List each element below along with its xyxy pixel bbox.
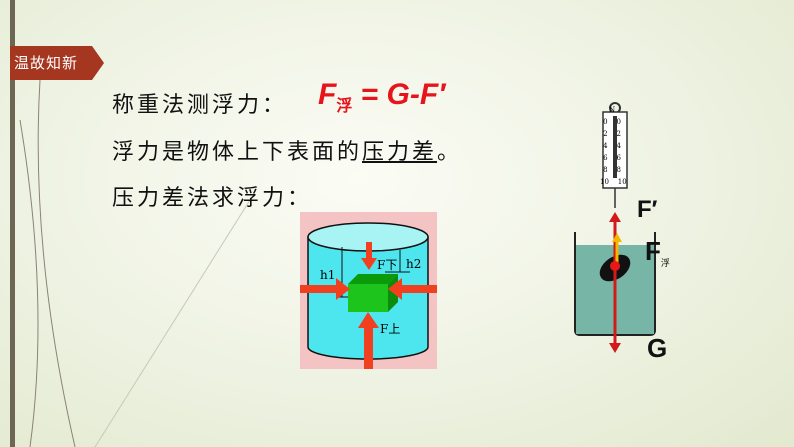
pressure-difference-text: 浮力是物体上下表面的压力差。	[112, 134, 462, 166]
scale-tick: 8 8	[603, 166, 621, 174]
pressure-method-text: 压力差法求浮力：	[112, 186, 313, 211]
spring-scale-beaker-diagram	[574, 102, 656, 353]
text-prefix: 浮力是物体上下表面的	[112, 140, 363, 165]
scale-tick: 4 4	[603, 142, 621, 150]
f-down-label: F下	[377, 258, 398, 272]
formula-f: F	[318, 78, 337, 111]
f-buoy-label: F浮	[645, 236, 670, 269]
scale-unit: N	[608, 106, 616, 114]
f-prime-label: F′	[637, 196, 658, 223]
scale-tick: 6 6	[603, 154, 621, 162]
f-buoy-letter: F	[645, 236, 661, 266]
scale-tick: 10 10	[600, 178, 627, 186]
h1-label: h1	[320, 268, 336, 282]
section-tag: 温故知新	[10, 46, 92, 80]
left-decor-bar	[10, 0, 15, 447]
cylinder-diagram: F下 h1 h2 F上	[300, 212, 437, 369]
scale-ticks: N 0 0 2 2 4 4 6 6 8 8 10 10	[600, 104, 627, 188]
weighing-method-text: 称重法测浮力：	[112, 93, 288, 118]
tag-arrow	[92, 46, 104, 80]
scale-tick: 0 0	[603, 118, 621, 126]
formula-rest: = G-F′	[352, 78, 446, 111]
decor-lines	[19, 79, 251, 447]
f-up-label: F上	[380, 322, 401, 336]
text-suffix: 。	[437, 140, 463, 165]
g-label: G	[647, 333, 668, 363]
formula-sub: 浮	[336, 98, 353, 115]
buoyancy-formula: F浮 = G-F′	[318, 78, 445, 116]
underlined-term: 压力差	[362, 140, 438, 165]
scale-tick: 2 2	[603, 130, 621, 138]
f-buoy-sub: 浮	[660, 258, 670, 269]
h2-label: h2	[406, 257, 422, 271]
